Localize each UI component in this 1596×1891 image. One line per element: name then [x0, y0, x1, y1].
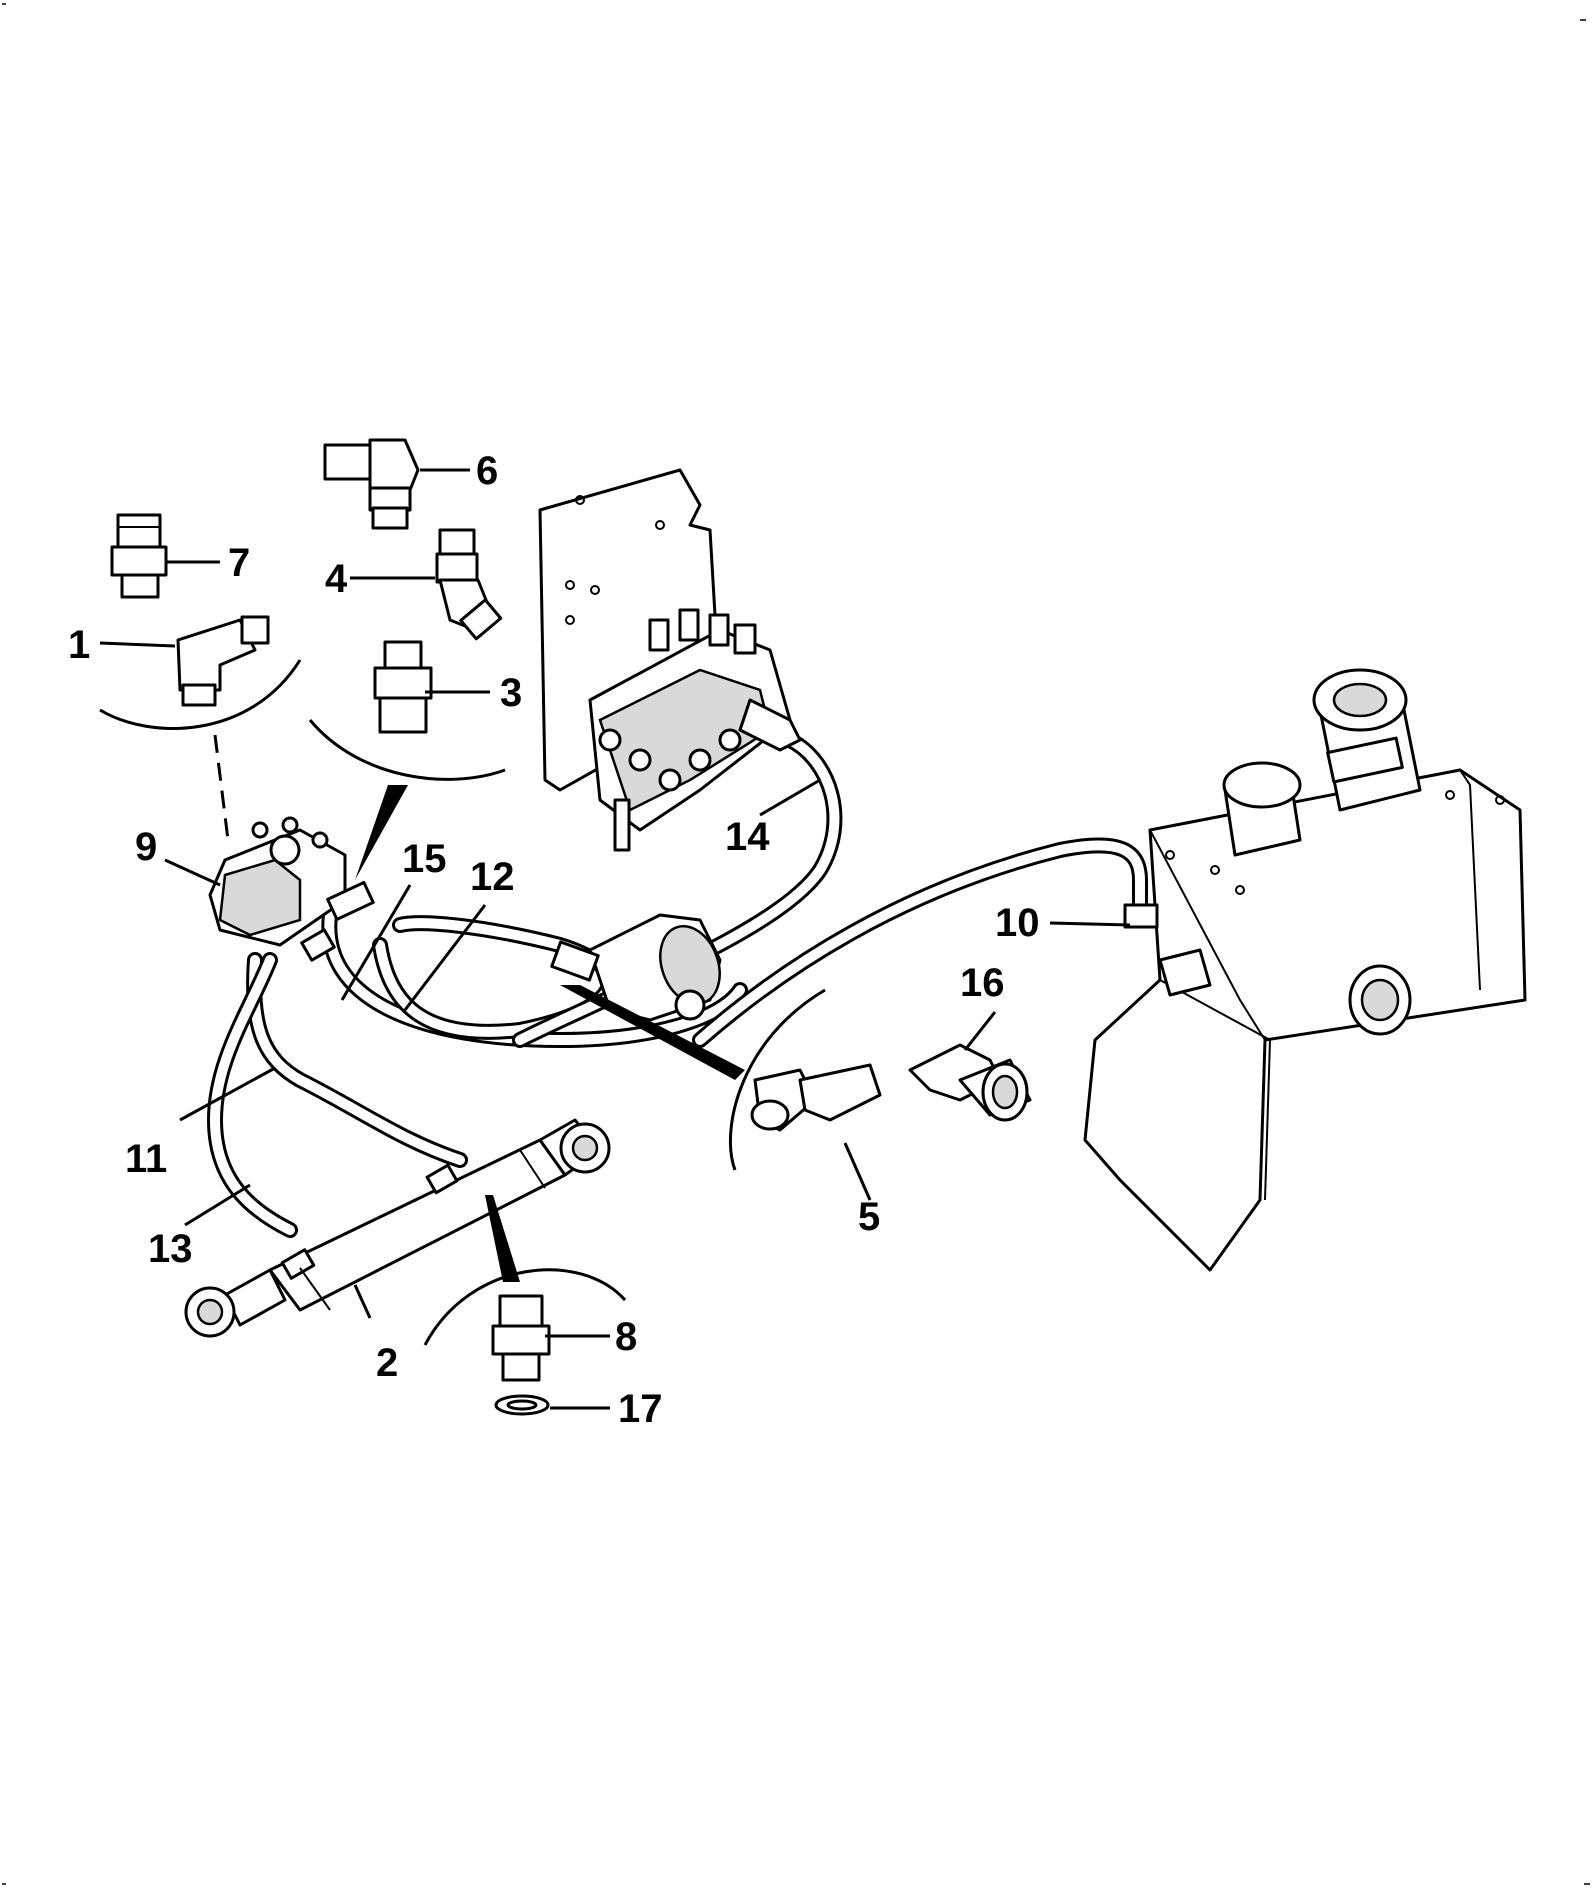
callout-6: 6: [476, 449, 498, 493]
callout-8: 8: [615, 1315, 637, 1359]
detail-group-left: [99, 513, 302, 841]
callout-5: 5: [858, 1195, 880, 1239]
control-valve-assembly: [538, 468, 802, 852]
hoses: [206, 732, 1148, 1238]
callout-13: 13: [148, 1227, 193, 1271]
callout-1: 1: [68, 623, 90, 667]
steering-pump: [208, 816, 375, 962]
callout-7: 7: [228, 541, 250, 585]
crop-marks: [2, 3, 1590, 1885]
callout-11: 11: [125, 1137, 167, 1181]
callout-12: 12: [470, 855, 515, 899]
callout-16: 16: [960, 961, 1005, 1005]
callout-3: 3: [500, 671, 522, 715]
detail-group-bottom: [423, 1195, 627, 1416]
return-filter: [550, 913, 722, 1022]
callout-15: 15: [402, 837, 447, 881]
callout-2: 2: [376, 1341, 398, 1385]
callout-17: 17: [618, 1387, 663, 1431]
leader-lines: [99, 468, 1131, 1410]
steering-cylinder: [184, 1118, 611, 1338]
callout-10: 10: [995, 901, 1040, 945]
detail-group-right: [308, 438, 506, 880]
callout-9: 9: [135, 825, 157, 869]
callout-14: 14: [725, 815, 770, 859]
callouts: 1 2 3 4 5 6 7 8 9 10 11 12 13 14 15 16 1…: [68, 449, 1040, 1431]
detail-group-center: [560, 985, 1032, 1171]
hydraulic-tank: [1083, 668, 1527, 1272]
callout-4: 4: [325, 557, 348, 601]
